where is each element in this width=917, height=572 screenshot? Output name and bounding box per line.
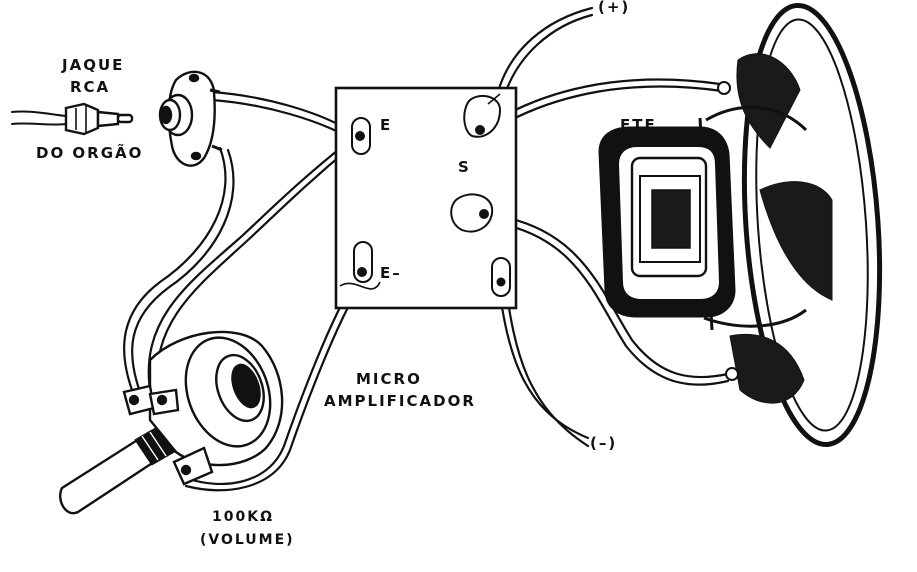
speaker-basket: [729, 53, 833, 404]
loudspeaker: [598, 2, 883, 448]
wire-jack-to-e: [210, 90, 354, 140]
minus-terminal-label: (–): [590, 434, 618, 452]
wire-plus: [496, 6, 594, 96]
pot-lugs: [122, 384, 214, 486]
input-e-label: E: [380, 116, 393, 134]
plus-terminal-label: (+): [598, 0, 631, 16]
module-label-line2: AMPLIFICADOR: [324, 392, 476, 410]
wire-jack-to-pot: [123, 146, 235, 394]
wire-eminus-to-pot: [184, 276, 364, 492]
potentiometer: [59, 330, 284, 515]
amplifier-board: [334, 86, 518, 310]
pad-e: [351, 117, 371, 155]
wires: [11, 6, 730, 492]
input-e-minus-label: E–: [380, 264, 402, 282]
pad-s-top: [463, 93, 502, 138]
source-label: DO ORGÃO: [36, 144, 144, 162]
rca-jack: [158, 70, 223, 167]
pad-minus: [491, 257, 511, 297]
speaker-label: FTE: [620, 116, 657, 134]
jack-label-line2: RCA: [70, 78, 111, 96]
pot-shaft: [59, 422, 182, 515]
module-label-line1: MICRO: [356, 370, 422, 388]
pad-s-bottom: [450, 193, 494, 233]
speaker-magnet: [598, 126, 736, 318]
pot-value-label: 100KΩ: [212, 509, 274, 525]
rca-plug: [64, 102, 134, 136]
rca-cable: [11, 110, 67, 126]
pad-e-minus: [339, 241, 381, 290]
wire-e-to-pot: [147, 140, 354, 394]
wire-s-to-speaker-bottom: [482, 212, 730, 386]
speaker-terminals: [717, 81, 739, 381]
output-s-label: S: [458, 158, 471, 176]
pot-function-label: (VOLUME): [200, 532, 295, 548]
jack-label-line1: JAQUE: [62, 56, 125, 74]
